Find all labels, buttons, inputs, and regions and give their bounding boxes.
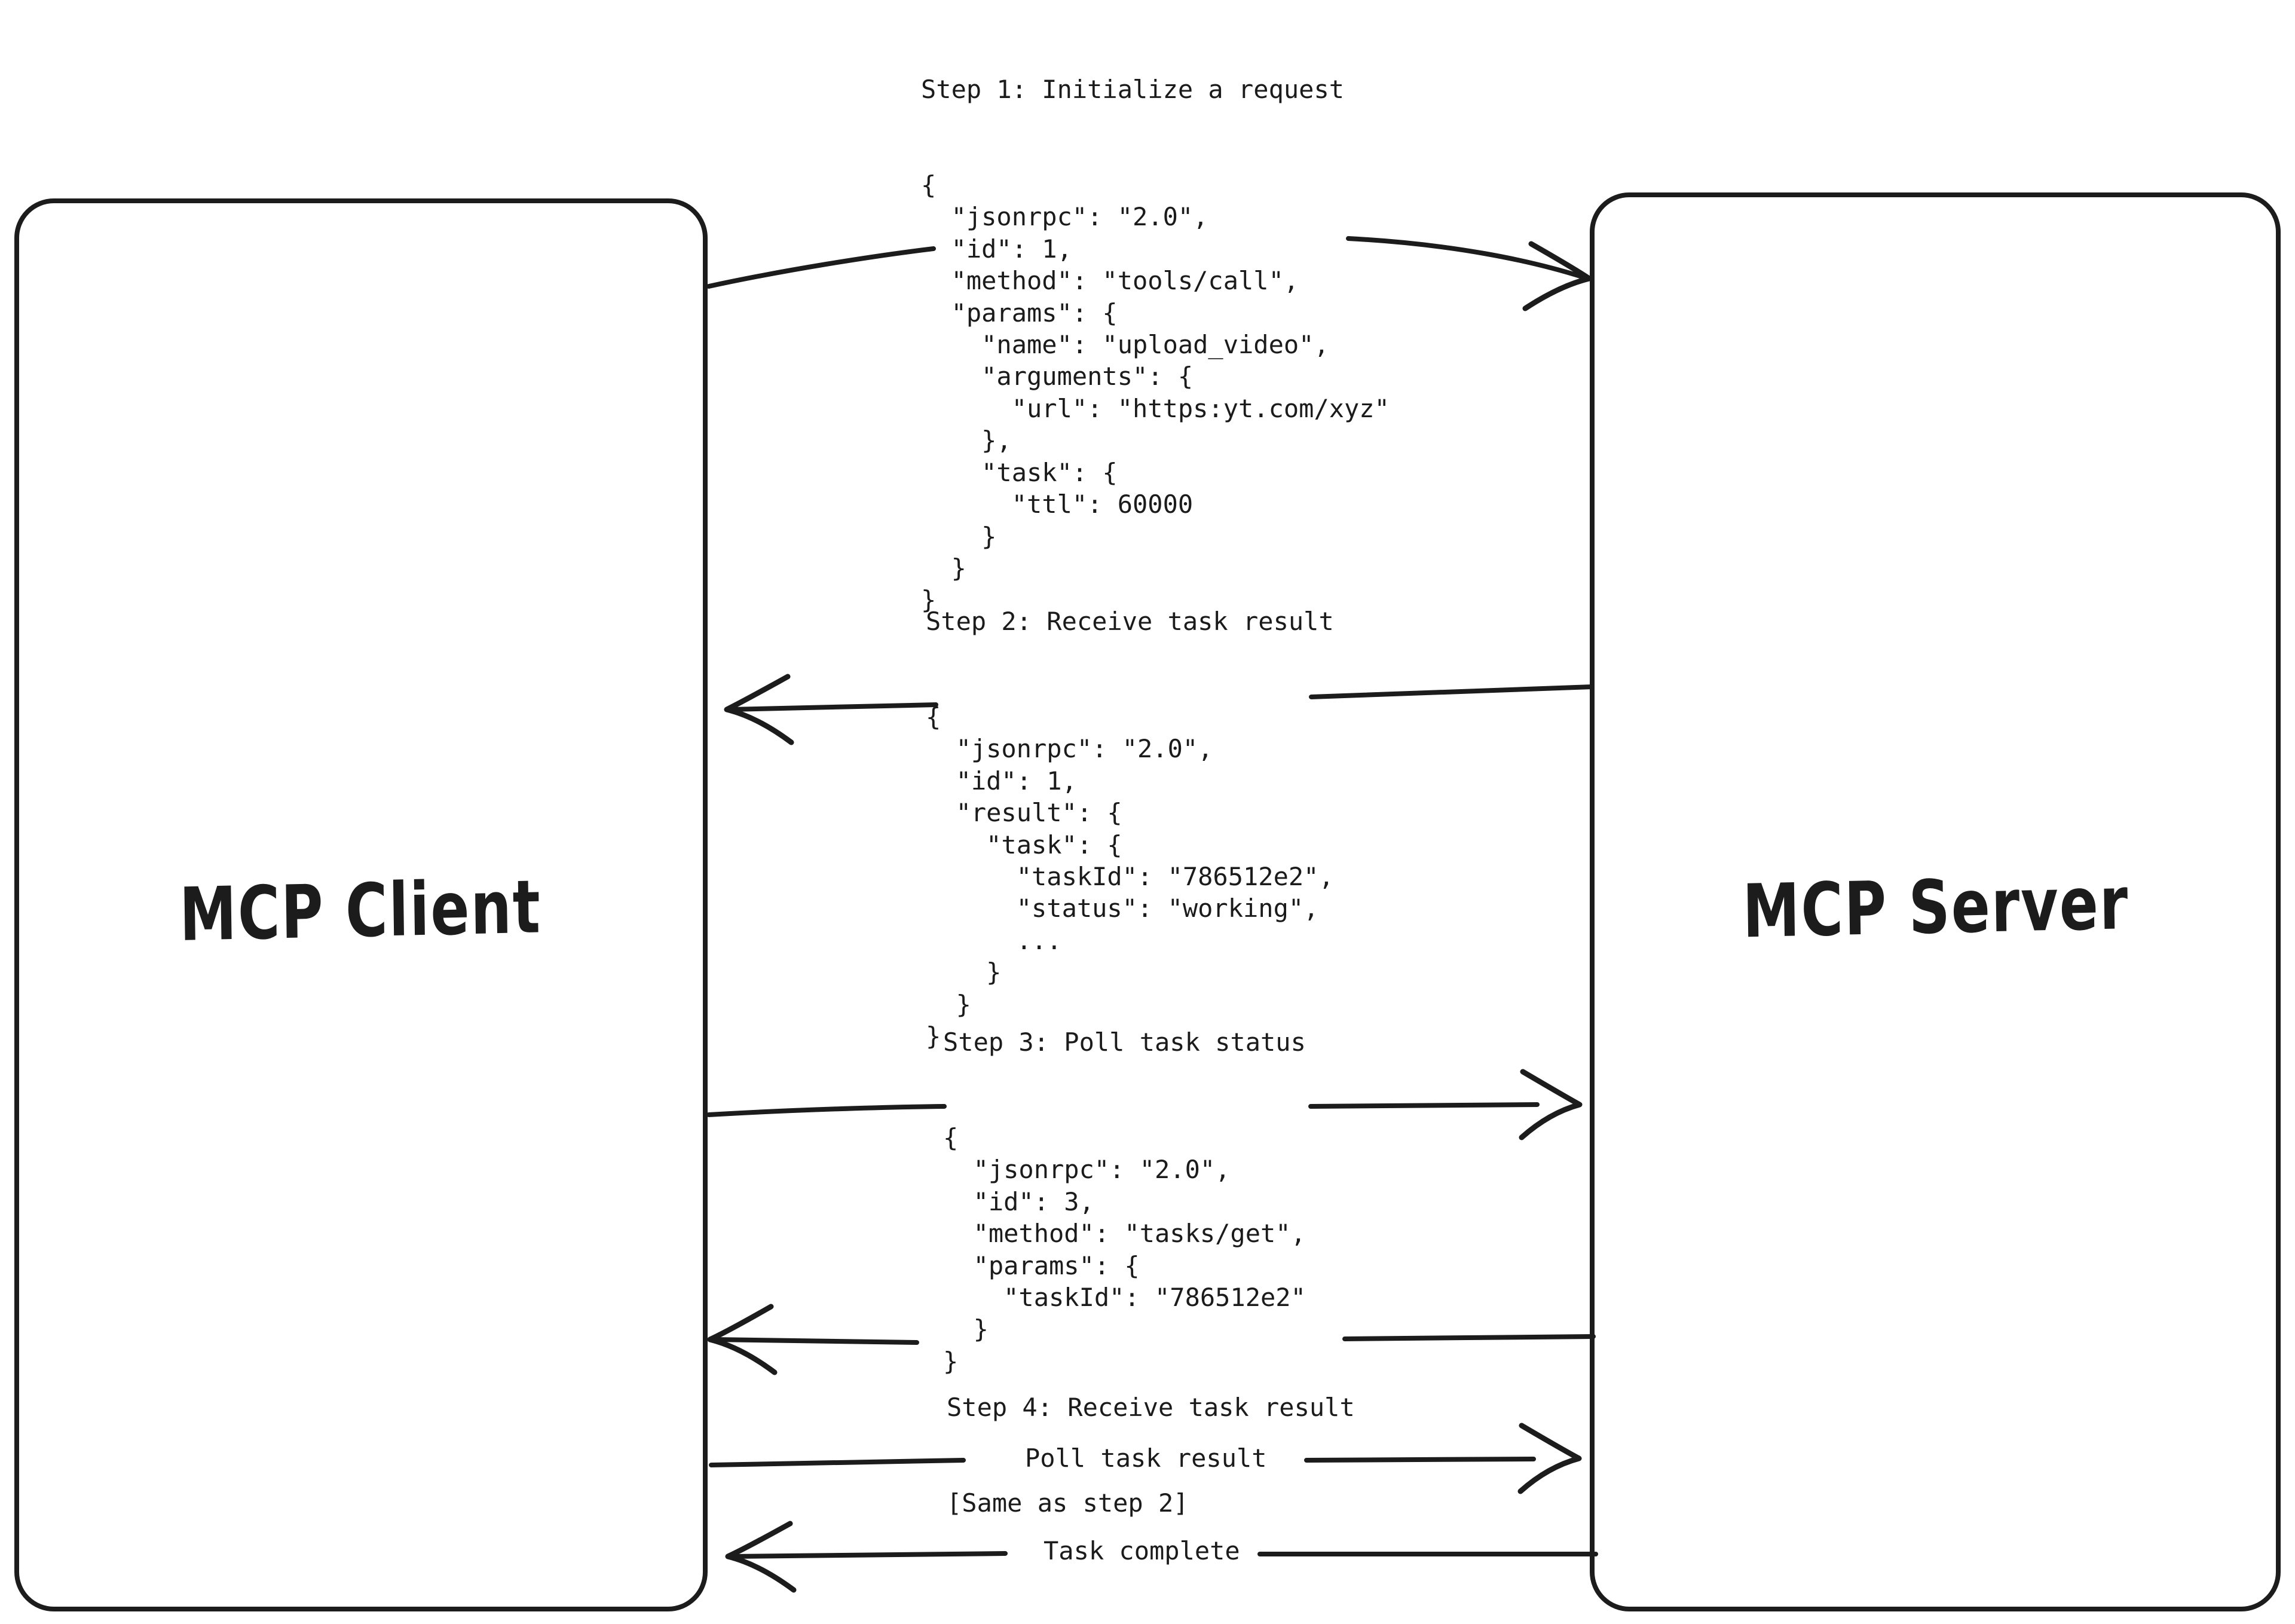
poll-arrow-right-segment [1304, 1457, 1536, 1463]
poll-arrowhead-right-icon [1517, 1423, 1582, 1494]
step1-arrow-right-segment [1346, 236, 1586, 280]
step1-block: Step 1: Initialize a request { "jsonrpc"… [921, 10, 1390, 680]
step3-block: Step 3: Poll task status { "jsonrpc": "2… [943, 962, 1306, 1441]
complete-arrow-left-segment [730, 1551, 1008, 1559]
step4-arrow-left-segment [711, 1337, 919, 1345]
poll-arrow-left-segment [709, 1458, 966, 1467]
step1-arrowhead-right-icon [1522, 241, 1592, 311]
server-box-label: MCP Server [1742, 860, 2130, 955]
step2-title: Step 2: Receive task result [926, 606, 1334, 636]
step4-title: Step 4: Receive task result [947, 1392, 1355, 1422]
step2-code: { "jsonrpc": "2.0", "id": 1, "result": {… [926, 702, 1334, 1051]
step4-subtitle: [Same as step 2] [947, 1488, 1189, 1518]
task-complete-label: Task complete [1044, 1536, 1240, 1565]
step3-title: Step 3: Poll task status [943, 1027, 1306, 1057]
step2-arrowhead-left-icon [724, 674, 794, 745]
step1-code: { "jsonrpc": "2.0", "id": 1, "method": "… [921, 170, 1390, 615]
step3-arrow-right-segment [1308, 1102, 1540, 1109]
step2-arrow-left-segment [728, 702, 938, 712]
step1-title: Step 1: Initialize a request [921, 74, 1345, 104]
poll-task-result-label: Poll task result [1025, 1443, 1267, 1473]
client-box-label: MCP Client [179, 864, 542, 958]
complete-arrowhead-left-icon [725, 1521, 797, 1593]
step3-arrow-left-segment [706, 1104, 947, 1117]
step1-arrow-left-segment [706, 246, 936, 289]
step2-block: Step 2: Receive task result { "jsonrpc":… [926, 542, 1334, 1116]
step2-arrow-right-segment [1309, 684, 1595, 699]
server-box [1590, 192, 2281, 1611]
step4-arrowhead-left-icon [707, 1304, 778, 1375]
step4-block: Step 4: Receive task result [Same as ste… [947, 1328, 1355, 1583]
step3-arrowhead-right-icon [1519, 1069, 1583, 1140]
client-box [14, 198, 708, 1611]
step3-code: { "jsonrpc": "2.0", "id": 3, "method": "… [943, 1123, 1306, 1376]
step4-arrow-right-segment [1342, 1334, 1596, 1341]
